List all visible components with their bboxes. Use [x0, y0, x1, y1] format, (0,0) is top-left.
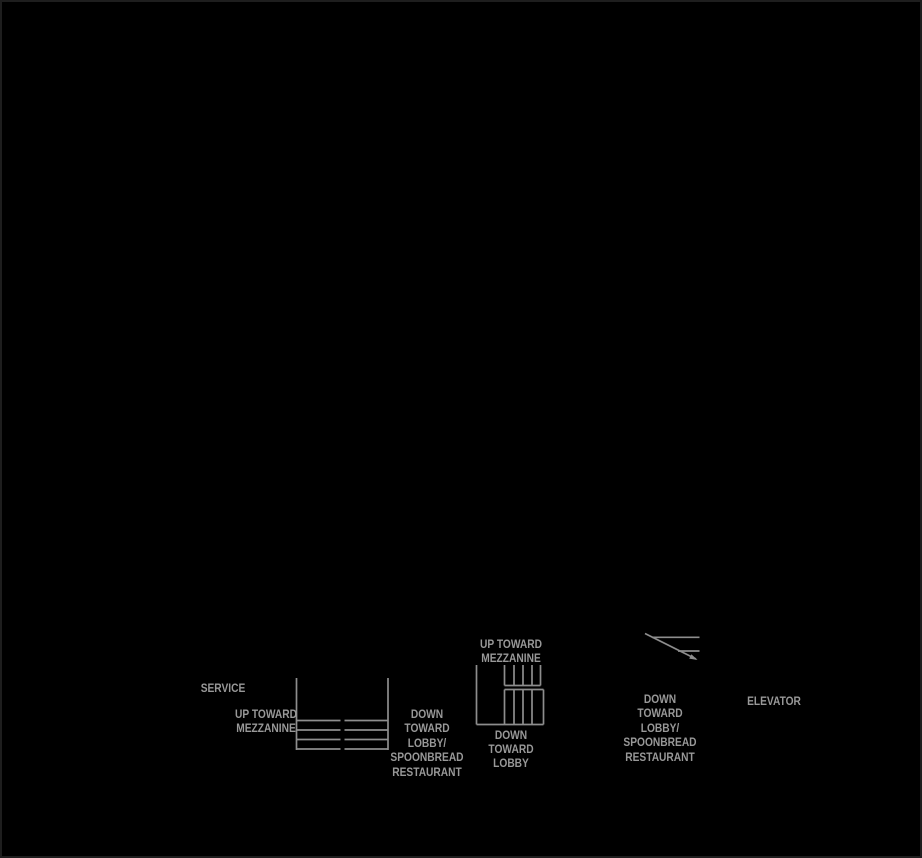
service-stair-up-label: UP TOWARD MEZZANINE [235, 707, 297, 736]
switchback-stair-symbol [475, 665, 545, 726]
service-stair-down-label: DOWN TOWARD LOBBY/ SPOONBREAD RESTAURANT [390, 707, 464, 779]
switchback-stair-down-label: DOWN TOWARD LOBBY [488, 727, 534, 771]
escalator-down-label: DOWN TOWARD LOBBY/ SPOONBREAD RESTAURANT [623, 692, 697, 764]
escalator-arrowhead [689, 654, 698, 660]
service-stair-symbol [295, 678, 389, 750]
elevator-label: ELEVATOR [747, 694, 801, 708]
service-label: SERVICE [200, 681, 246, 695]
switchback-stair-up-label: UP TOWARD MEZZANINE [480, 636, 542, 665]
escalator-symbol [644, 632, 700, 660]
